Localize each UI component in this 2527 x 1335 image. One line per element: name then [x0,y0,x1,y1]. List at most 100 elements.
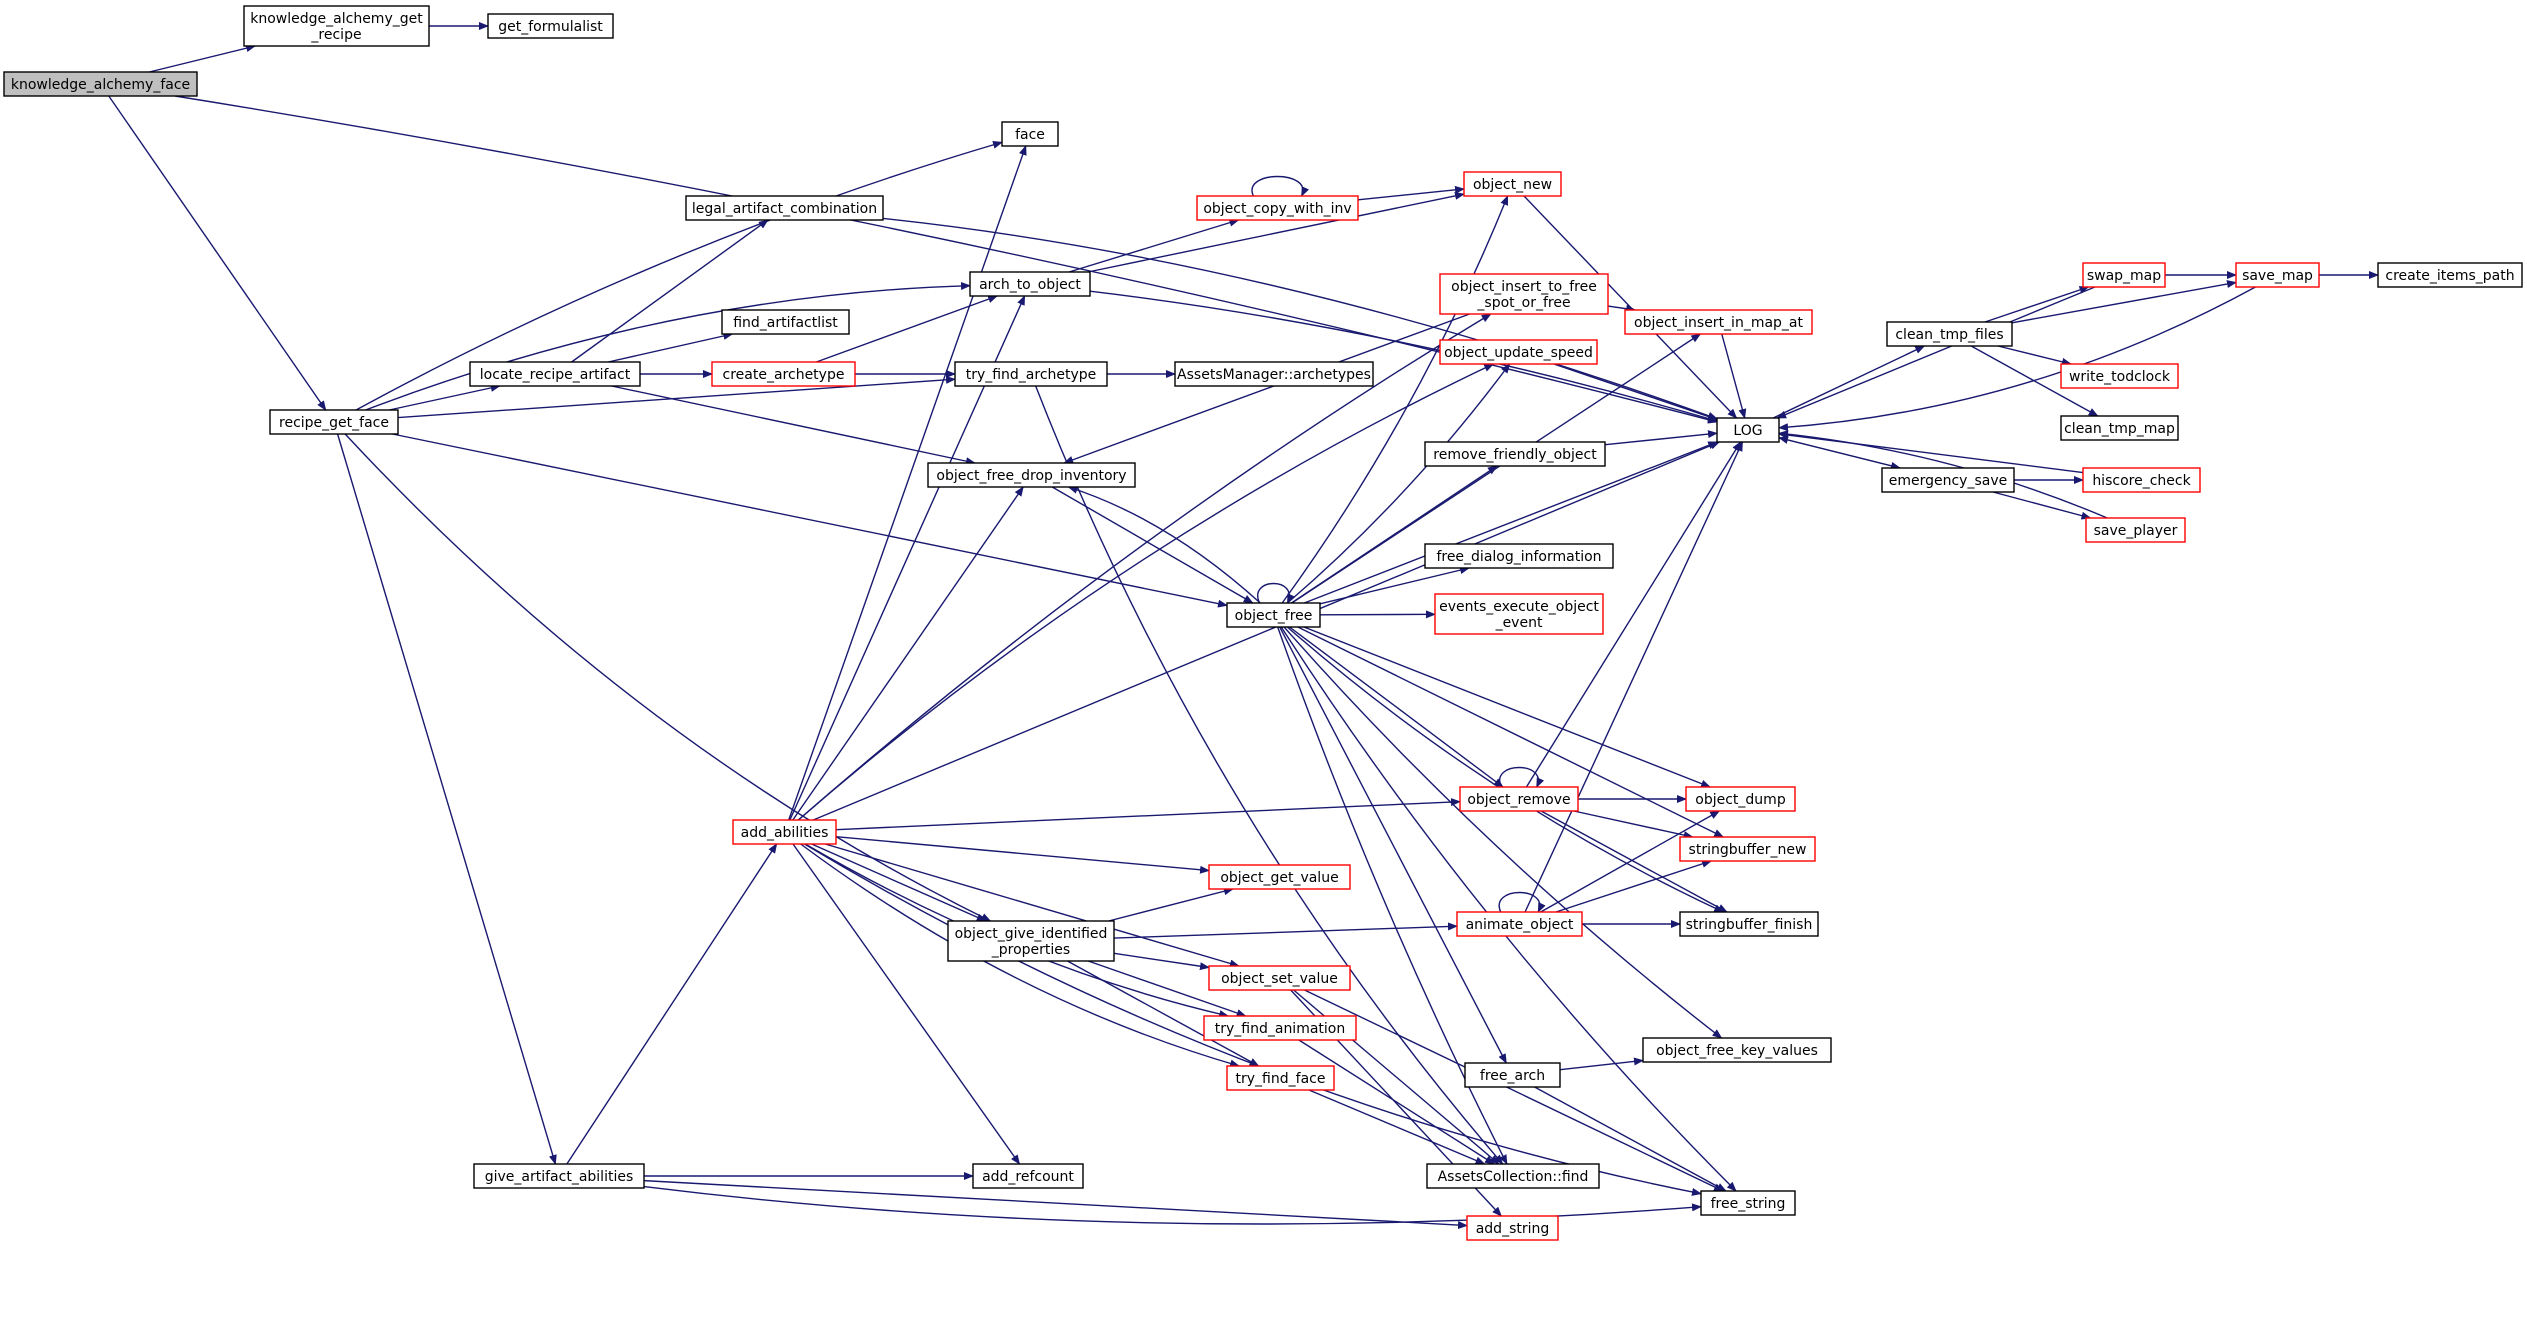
node-remove_friendly_object[interactable]: remove_friendly_object [1424,441,1606,467]
node-try_find_archetype[interactable]: try_find_archetype [954,361,1108,387]
node-box-add_refcount[interactable] [972,1163,1084,1189]
node-object_get_value[interactable]: object_get_value [1208,864,1351,890]
node-box-give_artifact_abilities[interactable] [473,1163,645,1189]
node-box-hiscore_check[interactable] [2082,467,2201,493]
node-object_free[interactable]: object_free [1226,602,1321,628]
node-object_insert_to_free_spot_or_free[interactable]: object_insert_to_free_spot_or_free [1439,273,1609,315]
node-box-write_todclock[interactable] [2060,363,2179,389]
node-box-save_map[interactable] [2235,262,2320,288]
node-box-try_find_face[interactable] [1226,1065,1335,1091]
node-box-free_arch[interactable] [1464,1062,1561,1088]
node-clean_tmp_map[interactable]: clean_tmp_map [2060,415,2179,441]
node-free_arch[interactable]: free_arch [1464,1062,1561,1088]
node-locate_recipe_artifact[interactable]: locate_recipe_artifact [469,361,641,387]
node-give_artifact_abilities[interactable]: give_artifact_abilities [473,1163,645,1189]
node-events_execute_object_event[interactable]: events_execute_object_event [1434,593,1604,635]
node-face[interactable]: face [1001,121,1059,147]
node-box-knowledge_alchemy_face[interactable] [3,71,198,97]
node-object_give_identified_properties[interactable]: object_give_identified_properties [947,920,1115,962]
node-recipe_get_face[interactable]: recipe_get_face [269,409,399,435]
node-box-AssetsManager_archetypes[interactable] [1174,361,1374,387]
node-stringbuffer_new[interactable]: stringbuffer_new [1679,836,1816,862]
node-box-object_free_key_values[interactable] [1642,1037,1832,1063]
node-arch_to_object[interactable]: arch_to_object [969,271,1091,297]
node-create_archetype[interactable]: create_archetype [711,361,856,387]
node-box-emergency_save[interactable] [1881,467,2015,493]
node-try_find_animation[interactable]: try_find_animation [1203,1015,1357,1041]
node-add_abilities[interactable]: add_abilities [732,819,837,845]
node-create_items_path[interactable]: create_items_path [2377,262,2523,288]
node-box-recipe_get_face[interactable] [269,409,399,435]
node-box-add_abilities[interactable] [732,819,837,845]
node-clean_tmp_files[interactable]: clean_tmp_files [1886,321,2013,347]
node-legal_artifact_combination[interactable]: legal_artifact_combination [685,195,884,221]
node-object_remove[interactable]: object_remove [1459,786,1579,812]
node-free_string[interactable]: free_string [1700,1190,1796,1216]
node-box-stringbuffer_new[interactable] [1679,836,1816,862]
node-box-try_find_archetype[interactable] [954,361,1108,387]
node-box-object_get_value[interactable] [1208,864,1351,890]
node-add_refcount[interactable]: add_refcount [972,1163,1084,1189]
node-object_free_drop_inventory[interactable]: object_free_drop_inventory [927,462,1136,488]
node-box-save_player[interactable] [2085,517,2186,543]
node-find_artifactlist[interactable]: find_artifactlist [721,309,850,335]
node-AssetsCollection_find[interactable]: AssetsCollection::find [1426,1163,1600,1189]
node-try_find_face[interactable]: try_find_face [1226,1065,1335,1091]
node-object_update_speed[interactable]: object_update_speed [1439,339,1598,365]
node-box-add_string[interactable] [1466,1215,1559,1241]
node-hiscore_check[interactable]: hiscore_check [2082,467,2201,493]
node-box-LOG[interactable] [1716,417,1780,443]
node-box-object_free_drop_inventory[interactable] [927,462,1136,488]
node-object_dump[interactable]: object_dump [1685,786,1796,812]
node-box-object_copy_with_inv[interactable] [1196,195,1359,221]
node-swap_map[interactable]: swap_map [2082,262,2166,288]
node-box-free_dialog_information[interactable] [1424,543,1614,569]
node-box-locate_recipe_artifact[interactable] [469,361,641,387]
node-LOG[interactable]: LOG [1716,417,1780,443]
node-save_player[interactable]: save_player [2085,517,2186,543]
node-box-animate_object[interactable] [1456,911,1583,937]
node-stringbuffer_finish[interactable]: stringbuffer_finish [1679,911,1819,937]
node-animate_object[interactable]: animate_object [1456,911,1583,937]
node-box-create_archetype[interactable] [711,361,856,387]
node-box-knowledge_alchemy_get_recipe[interactable] [243,5,430,47]
node-box-get_formulalist[interactable] [487,13,614,39]
node-box-object_new[interactable] [1463,171,1562,197]
node-object_set_value[interactable]: object_set_value [1208,965,1351,991]
node-box-AssetsCollection_find[interactable] [1426,1163,1600,1189]
node-box-free_string[interactable] [1700,1190,1796,1216]
node-knowledge_alchemy_get_recipe[interactable]: knowledge_alchemy_get_recipe [243,5,430,47]
node-box-find_artifactlist[interactable] [721,309,850,335]
node-box-events_execute_object_event[interactable] [1434,593,1604,635]
node-object_insert_in_map_at[interactable]: object_insert_in_map_at [1624,309,1813,335]
node-box-swap_map[interactable] [2082,262,2166,288]
node-box-object_set_value[interactable] [1208,965,1351,991]
node-box-object_free[interactable] [1226,602,1321,628]
node-add_string[interactable]: add_string [1466,1215,1559,1241]
node-box-object_insert_in_map_at[interactable] [1624,309,1813,335]
node-box-object_dump[interactable] [1685,786,1796,812]
node-box-remove_friendly_object[interactable] [1424,441,1606,467]
node-knowledge_alchemy_face[interactable]: knowledge_alchemy_face [3,71,198,97]
node-free_dialog_information[interactable]: free_dialog_information [1424,543,1614,569]
node-box-try_find_animation[interactable] [1203,1015,1357,1041]
node-box-stringbuffer_finish[interactable] [1679,911,1819,937]
node-box-object_update_speed[interactable] [1439,339,1598,365]
node-box-object_insert_to_free_spot_or_free[interactable] [1439,273,1609,315]
node-get_formulalist[interactable]: get_formulalist [487,13,614,39]
node-object_new[interactable]: object_new [1463,171,1562,197]
node-AssetsManager_archetypes[interactable]: AssetsManager::archetypes [1174,361,1374,387]
node-box-face[interactable] [1001,121,1059,147]
node-box-object_give_identified_properties[interactable] [947,920,1115,962]
node-box-create_items_path[interactable] [2377,262,2523,288]
node-box-arch_to_object[interactable] [969,271,1091,297]
node-save_map[interactable]: save_map [2235,262,2320,288]
node-box-clean_tmp_files[interactable] [1886,321,2013,347]
node-box-clean_tmp_map[interactable] [2060,415,2179,441]
node-object_free_key_values[interactable]: object_free_key_values [1642,1037,1832,1063]
node-box-object_remove[interactable] [1459,786,1579,812]
node-object_copy_with_inv[interactable]: object_copy_with_inv [1196,195,1359,221]
node-emergency_save[interactable]: emergency_save [1881,467,2015,493]
node-box-legal_artifact_combination[interactable] [685,195,884,221]
node-write_todclock[interactable]: write_todclock [2060,363,2179,389]
